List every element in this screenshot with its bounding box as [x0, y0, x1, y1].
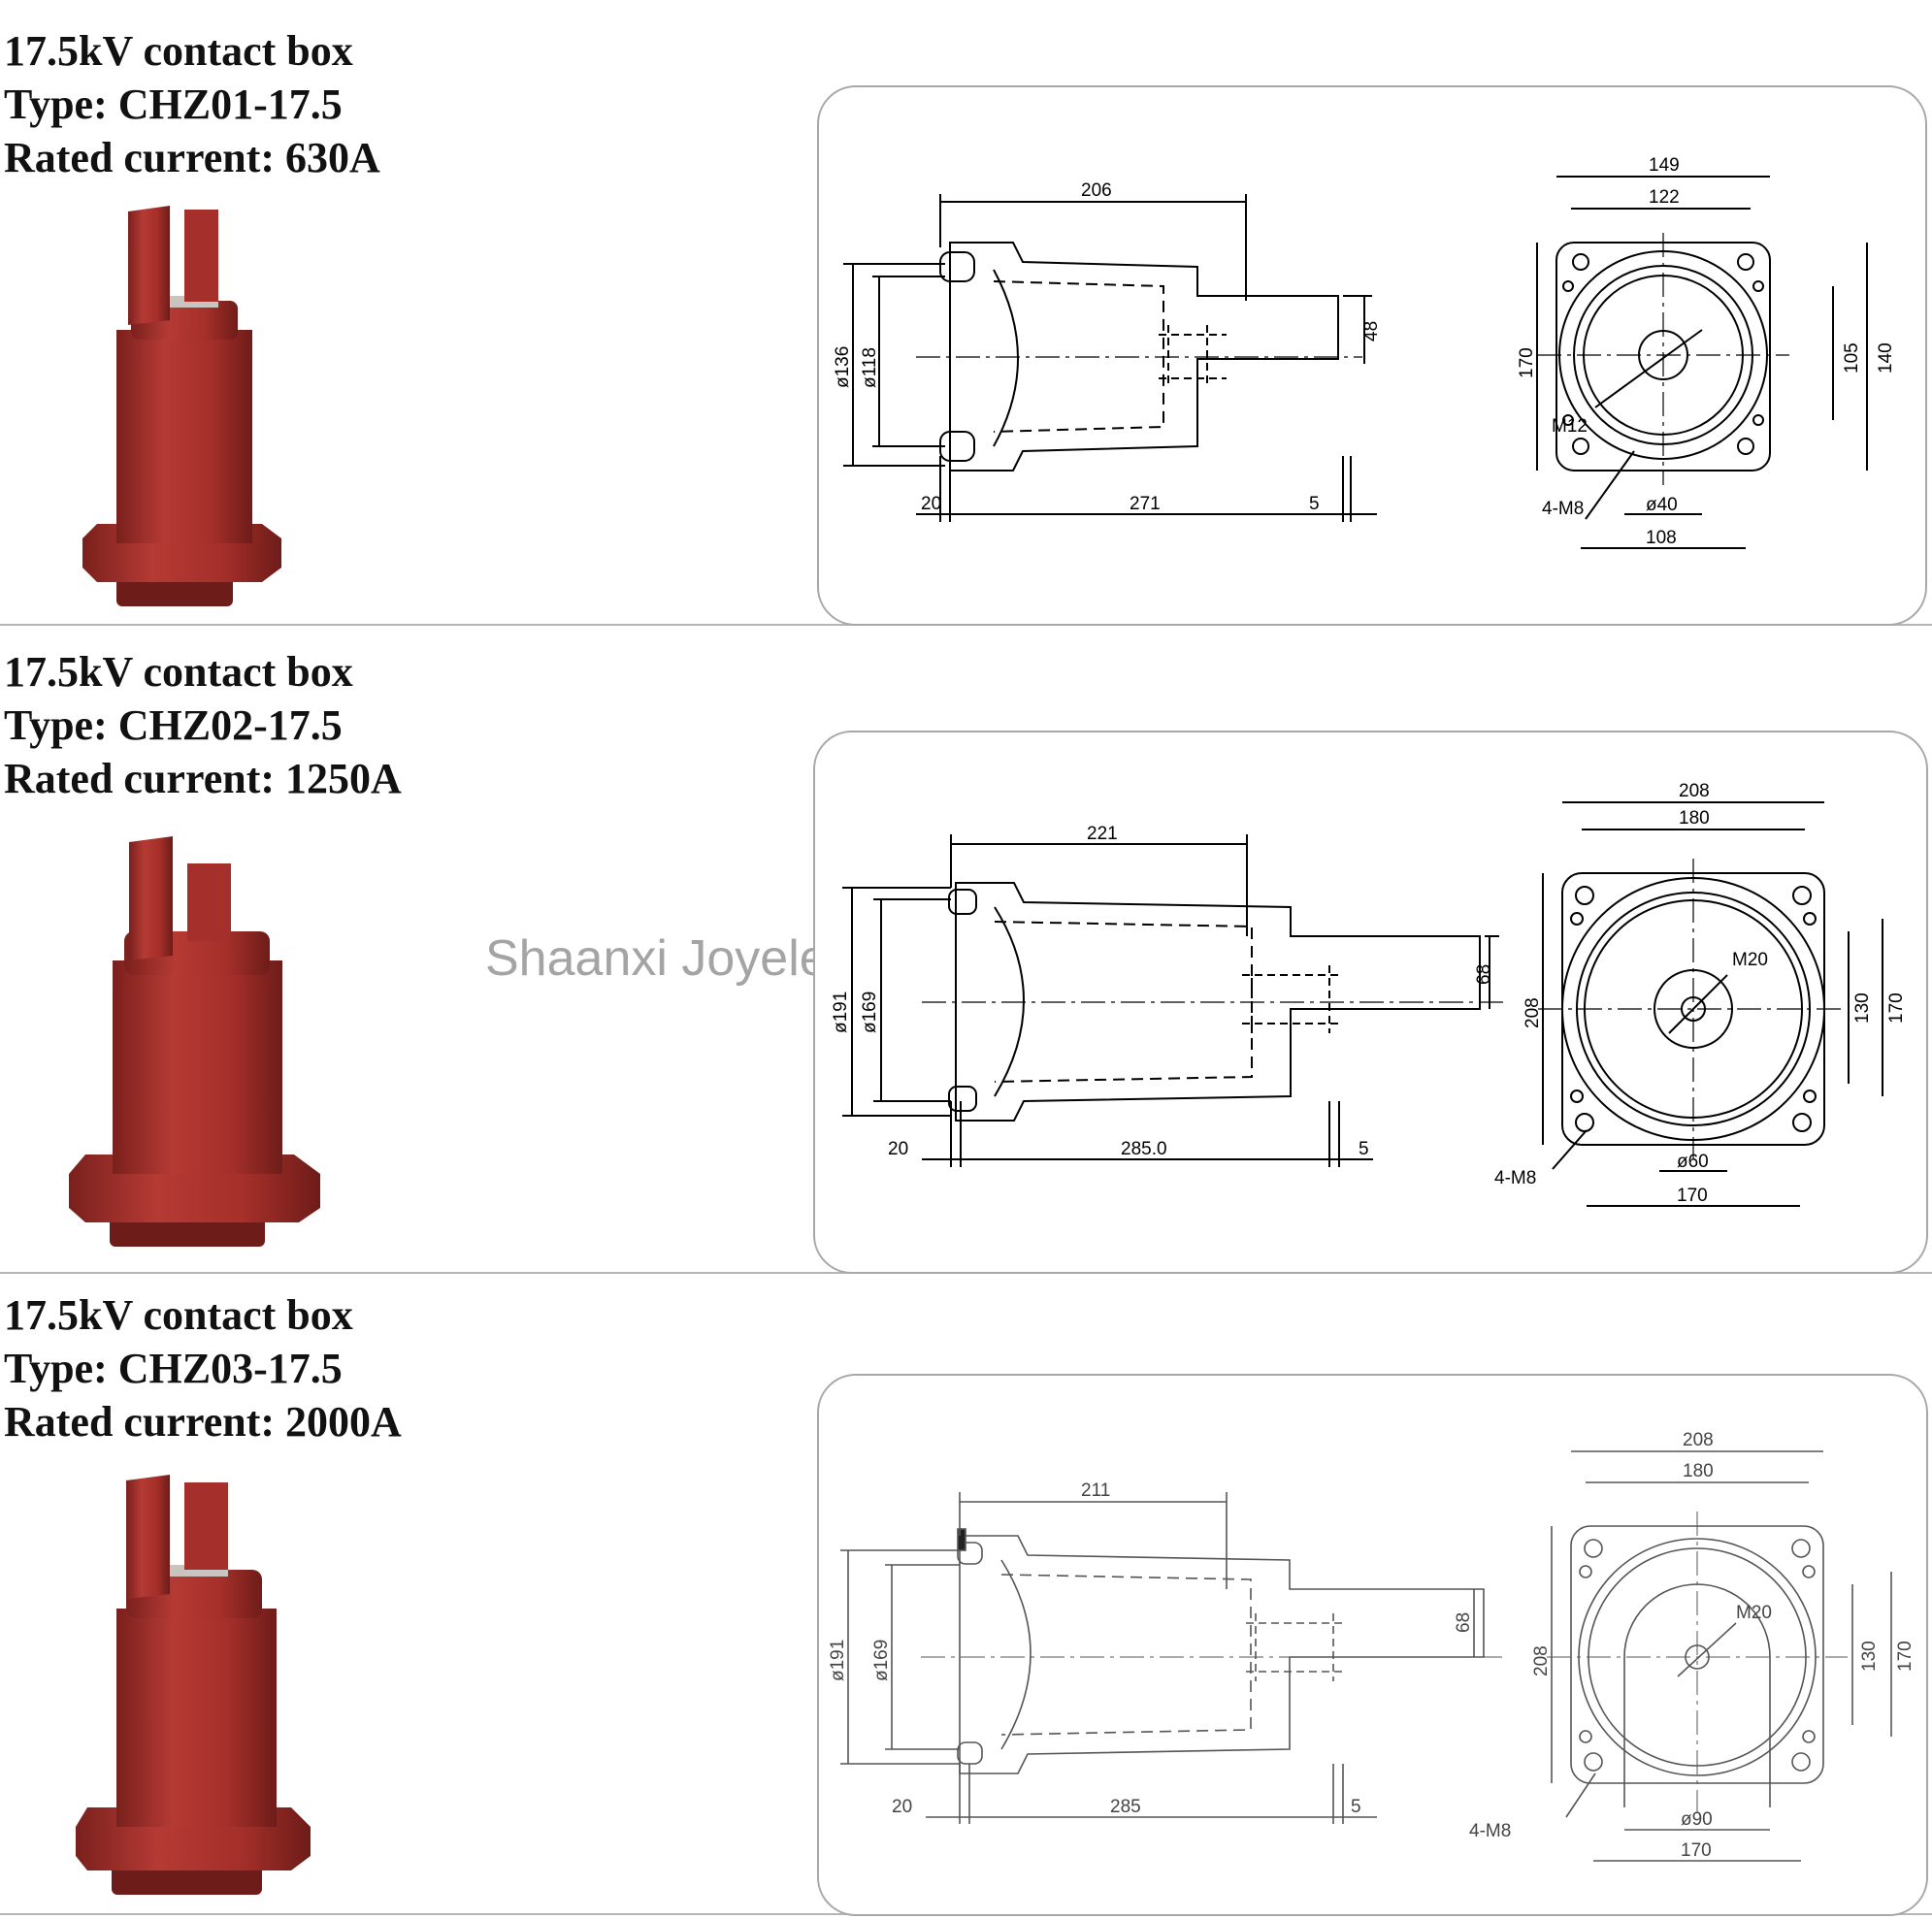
- dim-left-gap: 20: [888, 1139, 908, 1159]
- dim-top-inner: 180: [1683, 1461, 1714, 1481]
- dim-thread: M20: [1736, 1603, 1772, 1623]
- dim-length-top: 221: [1087, 824, 1118, 844]
- technical-drawing: 206 ø136 ø118 48 20 271 5 149 122 170 10…: [833, 155, 1896, 549]
- dim-outer-diameter: ø191: [828, 1640, 848, 1681]
- dim-bore: ø40: [1646, 495, 1678, 515]
- contact-box-photo: [69, 836, 320, 1247]
- dim-holes: 4-M8: [1469, 1821, 1511, 1841]
- dim-length-top: 211: [1081, 1480, 1110, 1501]
- product-type: Type: CHZ03-17.5: [4, 1345, 343, 1392]
- dim-outer-diameter: ø136: [833, 346, 853, 388]
- product-section: 17.5kV contact box Type: CHZ03-17.5 Rate…: [0, 1274, 1932, 1916]
- dim-length-top: 206: [1081, 180, 1112, 201]
- dim-left: 208: [1523, 997, 1543, 1028]
- technical-drawing: 221 ø191 ø169 68 20 285.0 5 208 180 208 …: [831, 781, 1907, 1207]
- dim-holes: 4-M8: [1494, 1168, 1536, 1188]
- product-heading: 17.5kV contact box: [4, 648, 353, 696]
- dim-inner-diameter: ø169: [871, 1640, 892, 1681]
- product-type: Type: CHZ02-17.5: [4, 701, 343, 749]
- dim-right-inner: 130: [1859, 1641, 1880, 1672]
- dim-length-bottom: 285: [1110, 1797, 1141, 1817]
- drawing-panel: 221 ø191 ø169 68 20 285.0 5 208 180 208 …: [813, 731, 1928, 1274]
- drawing-panel: 211 ø191 ø169 68 20 285 5 208 180 208 13…: [817, 1374, 1928, 1916]
- dim-right-inner: 130: [1852, 992, 1873, 1024]
- dim-right-outer: 140: [1876, 342, 1896, 374]
- dim-top-outer: 149: [1649, 155, 1680, 176]
- dim-length-bottom: 271: [1130, 494, 1161, 514]
- dim-height-right: 48: [1361, 321, 1382, 342]
- dim-holes: 4-M8: [1542, 499, 1584, 519]
- dim-left-gap: 20: [921, 494, 941, 514]
- dim-top-outer: 208: [1683, 1430, 1714, 1450]
- dim-left: 208: [1531, 1645, 1552, 1676]
- product-rated-current: Rated current: 1250A: [4, 755, 402, 802]
- dim-inner-diameter: ø169: [860, 992, 880, 1033]
- dim-bottom: 170: [1681, 1840, 1712, 1861]
- dim-bottom: 170: [1677, 1186, 1708, 1206]
- dim-top-inner: 180: [1679, 808, 1710, 829]
- dim-bottom: 108: [1646, 528, 1677, 548]
- drawing-panel: 206 ø136 ø118 48 20 271 5 149 122 170 10…: [817, 85, 1927, 626]
- dim-right-gap: 5: [1351, 1797, 1361, 1817]
- product-section: 17.5kV contact box Type: CHZ02-17.5 Rate…: [0, 626, 1932, 1274]
- product-type: Type: CHZ01-17.5: [4, 81, 343, 128]
- dim-thread: M20: [1732, 950, 1768, 970]
- product-rated-current: Rated current: 2000A: [4, 1398, 402, 1446]
- dim-right-inner: 105: [1842, 342, 1862, 374]
- dim-length-bottom: 285.0: [1121, 1139, 1167, 1159]
- dim-right-gap: 5: [1309, 494, 1320, 514]
- product-section: 17.5kV contact box Type: CHZ01-17.5 Rate…: [0, 0, 1932, 626]
- dim-left: 170: [1517, 347, 1537, 378]
- dim-thread: M12: [1552, 416, 1588, 437]
- contact-box-photo: [82, 206, 281, 606]
- dim-top-outer: 208: [1679, 781, 1710, 801]
- product-rated-current: Rated current: 630A: [4, 134, 380, 181]
- dim-bore: ø90: [1681, 1809, 1713, 1830]
- dim-bore: ø60: [1677, 1152, 1709, 1172]
- dim-right-outer: 170: [1886, 992, 1907, 1024]
- dim-right-outer: 170: [1895, 1641, 1916, 1672]
- dim-height-right: 68: [1474, 964, 1494, 985]
- product-heading: 17.5kV contact box: [4, 27, 353, 75]
- contact-box-photo: [76, 1475, 311, 1895]
- technical-drawing: 211 ø191 ø169 68 20 285 5 208 180 208 13…: [828, 1430, 1916, 1862]
- dim-top-inner: 122: [1649, 187, 1680, 208]
- dim-height-right: 68: [1454, 1612, 1474, 1633]
- dim-outer-diameter: ø191: [831, 992, 851, 1033]
- product-heading: 17.5kV contact box: [4, 1291, 353, 1339]
- dim-inner-diameter: ø118: [860, 347, 880, 388]
- dim-right-gap: 5: [1359, 1139, 1369, 1159]
- dim-left-gap: 20: [892, 1797, 912, 1817]
